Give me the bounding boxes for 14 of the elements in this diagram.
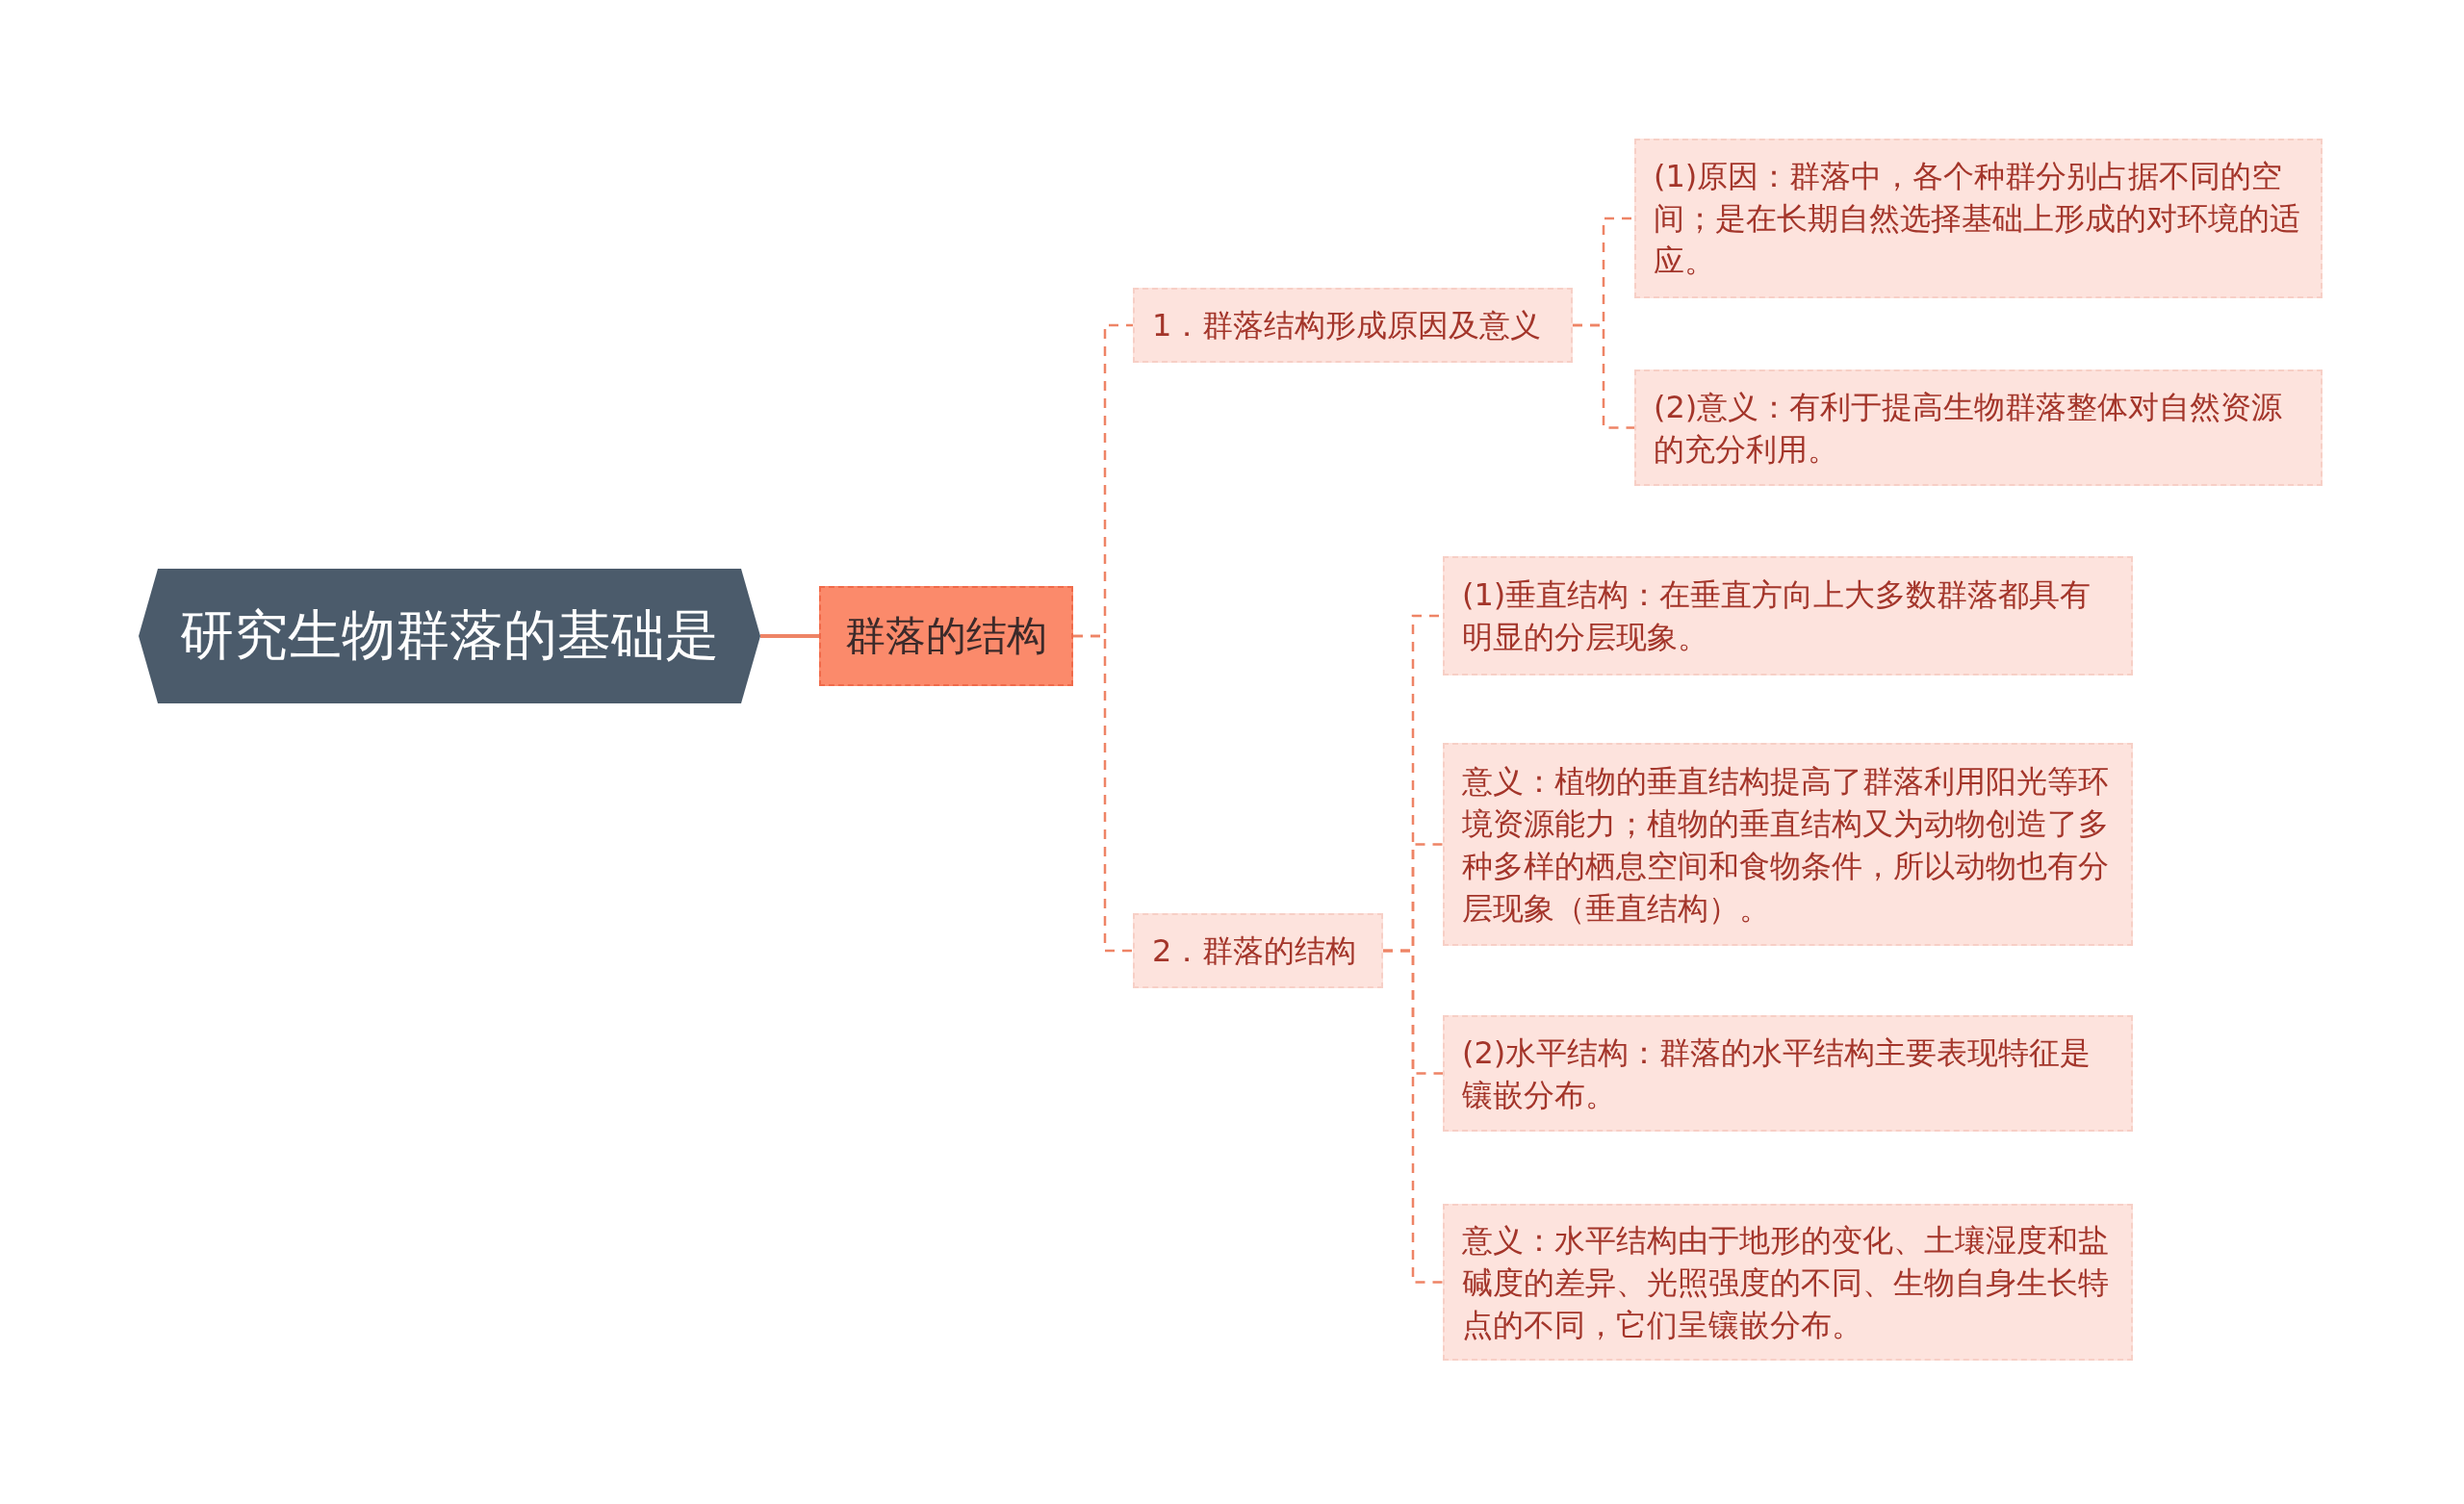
subtopic-box: (2)水平结构：群落的水平结构主要表现特征是镶嵌分布。 bbox=[1443, 1015, 2133, 1132]
subtopic-box: 1．群落结构形成原因及意义 bbox=[1133, 288, 1573, 363]
subtopic-box: (1)垂直结构：在垂直方向上大多数群落都具有明显的分层现象。 bbox=[1443, 556, 2133, 676]
connector bbox=[1073, 634, 1133, 953]
subtopic-box: (1)原因：群落中，各个种群分别占据不同的空间；是在长期自然选择基础上形成的对环境的适应。 bbox=[1634, 139, 2323, 298]
subtopic-box: 2．群落的结构 bbox=[1133, 913, 1383, 988]
subtopic-box: 意义：水平结构由于地形的变化、土壤湿度和盐碱度的差异、光照强度的不同、生物自身生长特点的不同，它们呈镶嵌分布。 bbox=[1443, 1204, 2133, 1361]
subtopic-box: (2)意义：有利于提高生物群落整体对自然资源的充分利用。 bbox=[1634, 370, 2323, 486]
topic-box: 群落的结构 bbox=[819, 586, 1073, 686]
subtopic-box: 意义：植物的垂直结构提高了群落利用阳光等环境资源能力；植物的垂直结构又为动物创造了多种多样的栖息空间和食物条件，所以动物也有分层现象（垂直结构）。 bbox=[1443, 743, 2133, 946]
connector bbox=[760, 634, 819, 638]
connector bbox=[1383, 949, 1443, 1284]
root-topic-hexagon: 研究生物群落的基础是 bbox=[139, 569, 760, 703]
connector bbox=[1573, 323, 1634, 429]
